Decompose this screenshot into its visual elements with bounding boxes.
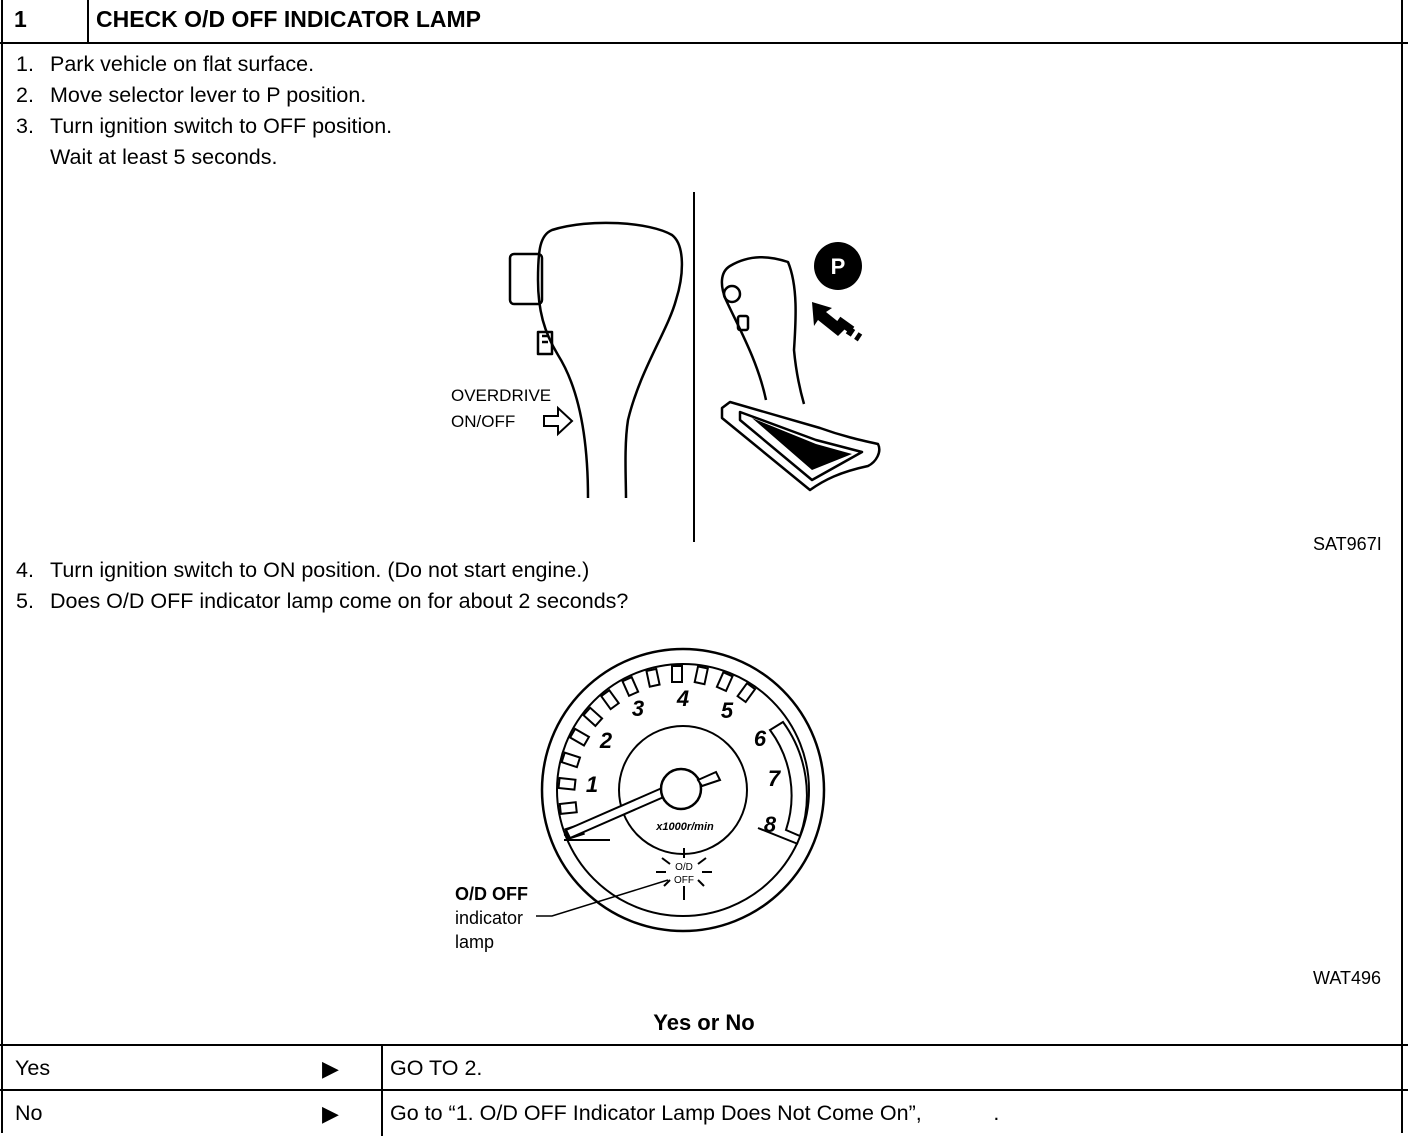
- gauge-number-8: 8: [764, 812, 777, 837]
- park-position-badge-label: P: [831, 254, 846, 279]
- header-divider: [87, 0, 89, 44]
- instruction-step-3-continuation: Wait at least 5 seconds.: [50, 145, 278, 169]
- instruction-step-3: 3.Turn ignition switch to OFF position.: [16, 114, 393, 138]
- decision-row-no: No ▶ Go to “1. O/D OFF Indicator Lamp Do…: [0, 1089, 1408, 1136]
- decision-action-no: Go to “1. O/D OFF Indicator Lamp Does No…: [390, 1101, 1000, 1125]
- instruction-step-5: 5.Does O/D OFF indicator lamp come on fo…: [16, 589, 629, 613]
- gauge-number-6: 6: [754, 726, 767, 751]
- step-title: CHECK O/D OFF INDICATOR LAMP: [96, 6, 482, 32]
- gauge-number-5: 5: [721, 698, 734, 723]
- callout-line1: O/D OFF: [455, 884, 528, 904]
- instruction-step-4: 4.Turn ignition switch to ON position. (…: [16, 558, 590, 582]
- callout-line2: indicator: [455, 908, 523, 928]
- row-divider: [381, 1046, 383, 1091]
- lamp-text-line2: OFF: [674, 875, 694, 886]
- gauge-number-7: 7: [768, 766, 782, 791]
- decision-title: Yes or No: [653, 1010, 755, 1035]
- decision-action-yes: GO TO 2.: [390, 1056, 483, 1080]
- decision-row-yes: Yes ▶ GO TO 2.: [0, 1044, 1408, 1091]
- gauge-number-1: 1: [586, 772, 598, 797]
- gauge-number-4: 4: [676, 686, 689, 711]
- gauge-unit-label: x1000r/min: [655, 821, 714, 833]
- park-position-badge: [814, 242, 862, 290]
- overdrive-label-line1: OVERDRIVE: [451, 386, 551, 405]
- tachometer-illustration: 1 2 3 4 5 6 7 8 x1000r/min O/D OFF O/D O…: [455, 647, 826, 952]
- overdrive-label-line2: ON/OFF: [451, 412, 515, 431]
- gauge-number-2: 2: [599, 728, 613, 753]
- figure2-code: WAT496: [1313, 968, 1382, 988]
- gauge-number-3: 3: [632, 696, 644, 721]
- instruction-step-2: 2.Move selector lever to P position.: [16, 83, 367, 107]
- instruction-step-1: 1.Park vehicle on flat surface.: [16, 52, 315, 76]
- figure1-code: SAT967I: [1313, 534, 1382, 554]
- play-arrow-icon: ▶: [322, 1101, 339, 1126]
- selector-lever-illustration: OVERDRIVE ON/OFF P: [451, 192, 881, 542]
- step-header: 1 CHECK O/D OFF INDICATOR LAMP: [0, 0, 1408, 44]
- lamp-text-line1: O/D: [675, 862, 693, 873]
- callout-line3: lamp: [455, 932, 494, 952]
- decision-label-no: No: [15, 1101, 43, 1125]
- row-divider: [381, 1091, 383, 1136]
- step-number: 1: [14, 6, 27, 32]
- play-arrow-icon: ▶: [322, 1056, 339, 1081]
- decision-label-yes: Yes: [15, 1056, 51, 1080]
